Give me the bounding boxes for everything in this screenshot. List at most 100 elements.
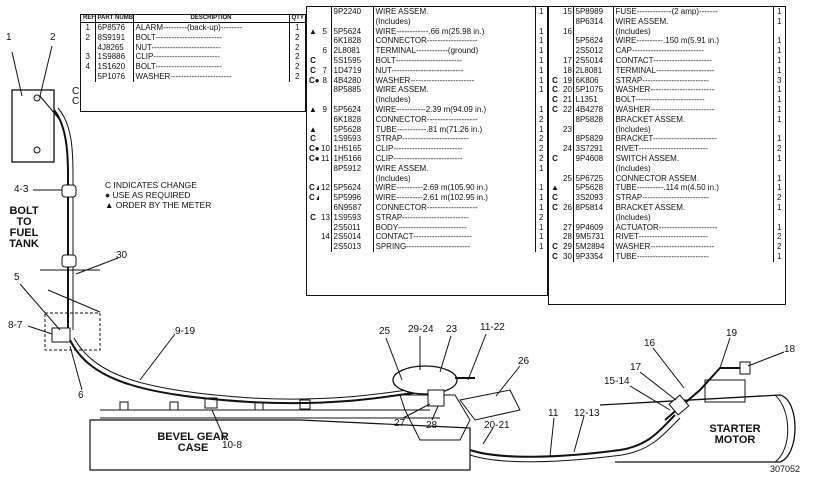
- cell-ind: C: [310, 134, 316, 144]
- cell-desc: RIVET--------------------------: [613, 144, 774, 154]
- frame-line-2: [47, 289, 101, 313]
- cell-part: 1D4719: [331, 65, 374, 76]
- cell-part: 8P5912: [331, 163, 374, 174]
- cell-part: 4B4280: [331, 75, 374, 86]
- cell-qty: 2: [539, 114, 544, 124]
- leader-1: [11, 51, 23, 97]
- cell-desc: CONNECTOR-------------------: [373, 36, 536, 47]
- cell-part: 1S9593: [331, 134, 374, 145]
- switch-assembly: [392, 365, 458, 395]
- cell-qty: 1: [539, 222, 544, 232]
- cell-qty: 1: [539, 232, 544, 242]
- cell-qty: 1: [777, 16, 782, 26]
- table-row: (Includes): [549, 212, 785, 223]
- cell-part: 5P5628: [573, 183, 614, 194]
- cell-qty: 2: [539, 212, 544, 222]
- table-row: 16(Includes): [549, 26, 785, 37]
- cell-ind: C: [552, 242, 558, 252]
- cell-part: 2L8081: [573, 65, 614, 76]
- cell-qty: 1: [539, 183, 544, 193]
- cell-desc: CLIP-------------------------: [133, 52, 290, 63]
- leader-2: [39, 45, 53, 97]
- callout-9-19: 9-19: [175, 326, 196, 337]
- cell-ind: C: [310, 212, 316, 222]
- case-bolt-1: [119, 401, 129, 411]
- alarm-cable: [53, 109, 69, 330]
- bevel-gear-case-label: BEVEL GEAR CASE: [157, 431, 229, 454]
- cell-qty: [535, 174, 547, 184]
- cell-part: 5P5624: [331, 183, 374, 194]
- leader-16: [652, 347, 685, 389]
- cell-ind: C: [552, 104, 558, 114]
- cell-part: 5P5624: [331, 104, 374, 115]
- leader-12-13: [573, 415, 585, 453]
- cell-ind: [549, 213, 561, 223]
- case-bolt-2: [169, 401, 179, 411]
- cell-qty: 1: [539, 104, 544, 114]
- starter-motor-body: [599, 394, 796, 463]
- cell-ref: 14: [319, 232, 332, 243]
- cell-desc: WIRE ASSEM.: [373, 163, 536, 174]
- cell-ref: [319, 173, 332, 184]
- cell-ind: [307, 85, 319, 95]
- leader-9-19: [139, 333, 176, 381]
- cell-desc: (Includes): [373, 173, 536, 184]
- cell-qty: 1: [777, 134, 782, 144]
- cell-ref: 4: [81, 62, 96, 72]
- cell-ind: C●: [309, 153, 319, 163]
- cell-desc: (Includes): [373, 16, 536, 27]
- cell-ref: [561, 16, 574, 27]
- cell-desc: BRACKET------------------------: [613, 134, 774, 145]
- leader-10-8: [211, 409, 226, 441]
- cell-ind: [549, 134, 561, 144]
- leader-20-21: [482, 427, 494, 445]
- callout-1: 1: [6, 32, 12, 43]
- leader-8-7: [27, 325, 53, 335]
- cell-qty: 1: [539, 65, 544, 75]
- cell-ind: [549, 36, 561, 46]
- cell-ind: [307, 223, 319, 233]
- cell-qty: 1: [539, 7, 544, 16]
- cell-qty: 1: [777, 36, 782, 46]
- cell-qty: 2: [295, 42, 300, 52]
- cell-ind: [307, 95, 319, 105]
- callout-25: 25: [379, 326, 391, 337]
- legend-as-required: ● USE AS REQUIRED: [105, 190, 191, 200]
- cell-desc: WASHER------------------------: [613, 85, 774, 96]
- clip-lower: [61, 254, 77, 268]
- cell-part: 5P5624: [573, 36, 614, 47]
- cell-qty: 1: [777, 104, 782, 114]
- cell-ind: C: [552, 251, 558, 261]
- cell-qty: 1: [777, 95, 782, 105]
- leader-15-14: [629, 385, 671, 411]
- cell-desc: BOLT-------------------------: [373, 55, 536, 66]
- alarm-bracket: [39, 95, 61, 121]
- main-wire-outer: [73, 337, 421, 400]
- cell-qty: 2: [295, 32, 300, 42]
- cell-ref: 19: [561, 75, 574, 86]
- callout-12-13: 12-13: [574, 408, 600, 419]
- leader-11: [549, 417, 555, 457]
- margin-mark-c1: C: [72, 86, 80, 97]
- starter-wire: [469, 414, 676, 458]
- cell-ref: 5: [319, 26, 332, 37]
- cell-ref: 3: [81, 52, 96, 63]
- leader-11-22: [467, 333, 487, 381]
- cell-qty: 1: [777, 46, 782, 56]
- cell-desc: ALARM---------(back-up)--------: [133, 22, 290, 33]
